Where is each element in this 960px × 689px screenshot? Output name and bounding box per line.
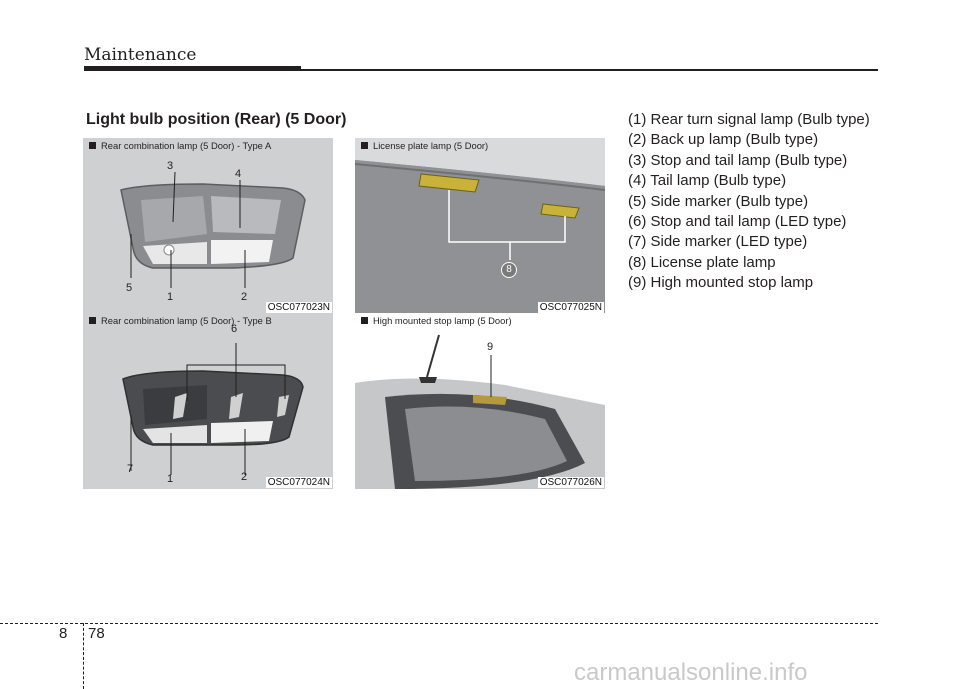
callout-9: 9 <box>487 341 494 353</box>
bulb-legend-list: (1) Rear turn signal lamp (Bulb type) (2… <box>628 110 870 294</box>
legend-item: (3) Stop and tail lamp (Bulb type) <box>628 151 848 169</box>
legend-item: (6) Stop and tail lamp (LED type) <box>628 213 847 231</box>
callout-7: 7 <box>127 463 134 475</box>
callout-8-badge: 8 <box>501 262 517 278</box>
legend-item: (4) Tail lamp (Bulb type) <box>628 172 787 190</box>
callout-5: 5 <box>126 282 133 294</box>
image-code: OSC077026N <box>537 477 604 488</box>
legend-item: (7) Side marker (LED type) <box>628 233 808 251</box>
legend-item: (8) License plate lamp <box>628 253 776 271</box>
panel-caption: License plate lamp (5 Door) <box>355 138 605 151</box>
chapter-number: 8 <box>59 625 68 642</box>
type-b-lamp-illustration <box>122 343 304 475</box>
callout-6: 6 <box>231 323 238 335</box>
high-mounted-stop-illustration <box>355 334 605 489</box>
legend-item: (9) High mounted stop lamp <box>628 274 814 292</box>
watermark: carmanualsonline.info <box>574 659 808 686</box>
header-rule <box>301 69 878 71</box>
panel-type-a: Rear combination lamp (5 Door) - Type A … <box>83 138 333 314</box>
callout-1: 1 <box>167 291 174 303</box>
callout-4: 4 <box>235 168 242 180</box>
callout-2: 2 <box>241 471 248 483</box>
callout-2: 2 <box>241 291 248 303</box>
footer-divider <box>83 623 84 689</box>
bullet-square-icon <box>361 142 368 149</box>
license-plate-illustration <box>355 138 605 314</box>
section-title: Maintenance <box>84 45 197 65</box>
image-code: OSC077023N <box>265 302 332 313</box>
bullet-square-icon <box>89 142 96 149</box>
panel-high-mounted-stop: High mounted stop lamp (5 Door) 9 OSC077… <box>355 313 605 489</box>
page-number: 78 <box>88 625 105 642</box>
callout-1: 1 <box>167 473 174 485</box>
legend-item: (1) Rear turn signal lamp (Bulb type) <box>628 111 870 128</box>
bullet-square-icon <box>89 317 96 324</box>
bullet-square-icon <box>361 317 368 324</box>
image-code: OSC077025N <box>537 302 604 313</box>
panel-caption: High mounted stop lamp (5 Door) <box>355 313 605 326</box>
header-bar <box>84 66 301 71</box>
image-code: OSC077024N <box>265 477 332 488</box>
callout-3: 3 <box>167 160 174 172</box>
panel-caption: Rear combination lamp (5 Door) - Type B <box>83 313 333 326</box>
panel-type-b: Rear combination lamp (5 Door) - Type B … <box>83 313 333 489</box>
panel-caption: Rear combination lamp (5 Door) - Type A <box>83 138 333 151</box>
type-a-lamp-illustration <box>120 171 306 288</box>
legend-item: (5) Side marker (Bulb type) <box>628 192 809 210</box>
page-heading: Light bulb position (Rear) (5 Door) <box>86 111 347 128</box>
panel-license-plate: License plate lamp (5 Door) 8 OSC077025N <box>355 138 605 314</box>
legend-item: (2) Back up lamp (Bulb type) <box>628 131 819 149</box>
footer-rule <box>0 623 878 624</box>
